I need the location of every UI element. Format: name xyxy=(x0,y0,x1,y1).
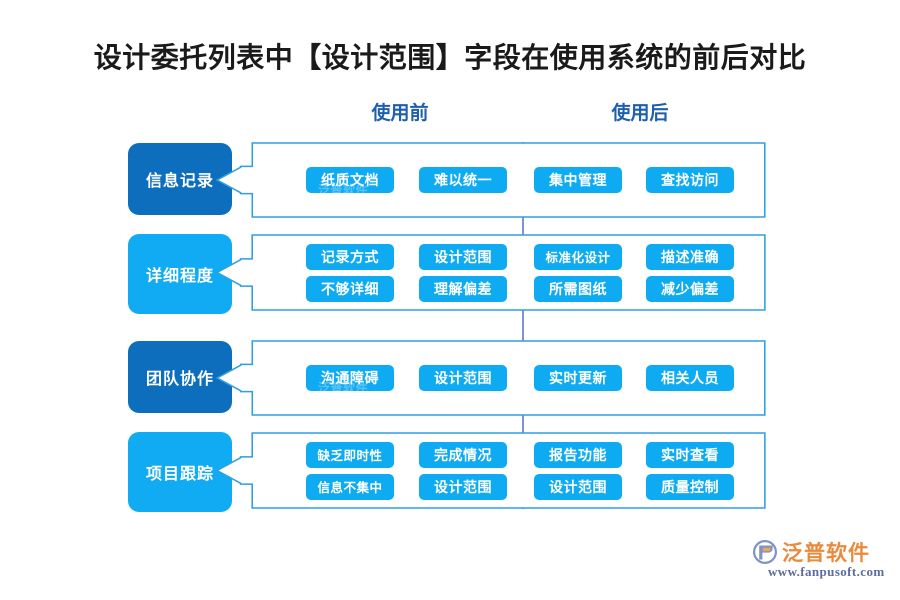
pill-after[interactable]: 实时查看 xyxy=(646,441,734,468)
brand-logo: 泛普软件 www.fanpusoft.com xyxy=(752,537,886,585)
pill-before[interactable]: 不够详细 xyxy=(306,275,394,302)
category-box[interactable]: 团队协作 xyxy=(128,341,232,413)
pill-grid: 纸质文档难以统一集中管理查找访问泛普软件 xyxy=(246,142,772,218)
pill-before[interactable]: 设计范围 xyxy=(419,243,507,270)
comparison-row: 详细程度记录方式设计范围标准化设计描述准确不够详细理解偏差所需图纸减少偏差 xyxy=(0,234,900,314)
pill-before[interactable]: 理解偏差 xyxy=(419,275,507,302)
pill-before[interactable]: 完成情况 xyxy=(419,441,507,468)
pill-after[interactable]: 质量控制 xyxy=(646,473,734,500)
comparison-row: 团队协作沟通障碍设计范围实时更新相关人员泛普软件 xyxy=(0,340,900,416)
pill-before[interactable]: 难以统一 xyxy=(419,167,507,193)
pill-after[interactable]: 标准化设计 xyxy=(534,243,622,270)
pill-before[interactable]: 缺乏即时性 xyxy=(306,441,394,468)
pill-before[interactable]: 纸质文档 xyxy=(306,167,394,193)
pill-after[interactable]: 设计范围 xyxy=(534,473,622,500)
title-block: 设计委托列表中【设计范围】字段在使用系统的前后对比 xyxy=(0,42,900,76)
pill-grid: 缺乏即时性完成情况报告功能实时查看信息不集中设计范围设计范围质量控制 xyxy=(246,432,772,509)
logo-url: www.fanpusoft.com xyxy=(768,564,885,579)
pill-after[interactable]: 减少偏差 xyxy=(646,275,734,302)
column-header-after: 使用后 xyxy=(611,103,669,124)
category-box[interactable]: 信息记录 xyxy=(128,143,232,215)
category-box[interactable]: 项目跟踪 xyxy=(128,432,232,512)
pill-after[interactable]: 查找访问 xyxy=(646,167,734,193)
category-box[interactable]: 详细程度 xyxy=(128,234,232,314)
pill-after[interactable]: 报告功能 xyxy=(534,441,622,468)
pill-before[interactable]: 设计范围 xyxy=(419,473,507,500)
column-headers: 使用前 使用后 xyxy=(264,98,772,124)
pill-after[interactable]: 实时更新 xyxy=(534,365,622,391)
pill-after[interactable]: 集中管理 xyxy=(534,167,622,193)
logo-mark-icon xyxy=(753,540,777,564)
column-header-before: 使用前 xyxy=(371,103,429,124)
pill-after[interactable]: 描述准确 xyxy=(646,243,734,270)
pill-after[interactable]: 所需图纸 xyxy=(534,275,622,302)
logo-wordmark: 泛普软件 xyxy=(782,541,870,565)
pill-grid: 沟通障碍设计范围实时更新相关人员泛普软件 xyxy=(246,340,772,416)
pill-before[interactable]: 信息不集中 xyxy=(306,473,394,500)
pill-before[interactable]: 设计范围 xyxy=(419,365,507,391)
page-title: 设计委托列表中【设计范围】字段在使用系统的前后对比 xyxy=(93,43,807,74)
pill-grid: 记录方式设计范围标准化设计描述准确不够详细理解偏差所需图纸减少偏差 xyxy=(246,234,772,311)
before-after-divider xyxy=(522,142,524,509)
comparison-row: 信息记录纸质文档难以统一集中管理查找访问泛普软件 xyxy=(0,142,900,218)
comparison-row: 项目跟踪缺乏即时性完成情况报告功能实时查看信息不集中设计范围设计范围质量控制 xyxy=(0,432,900,512)
pill-before[interactable]: 沟通障碍 xyxy=(306,365,394,391)
pill-after[interactable]: 相关人员 xyxy=(646,365,734,391)
pill-before[interactable]: 记录方式 xyxy=(306,243,394,270)
